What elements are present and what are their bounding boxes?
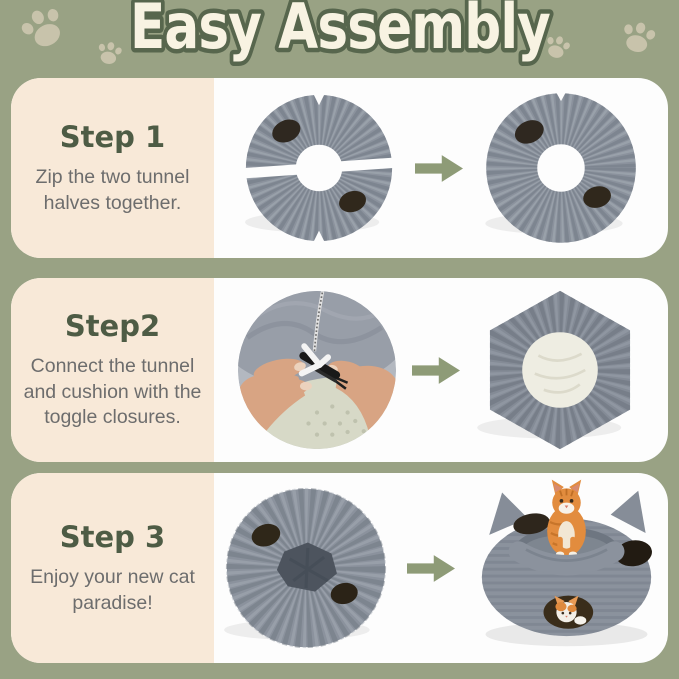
step-3-panel: Step 3 Enjoy your new cat paradise! [11,473,668,663]
assembled-tunnel-photo [473,91,649,256]
step-2-panel: Step2 Connect the tunnel and cushion wit… [11,278,668,462]
tunnel-with-cushion-photo [477,290,631,450]
step-3-photos [214,473,668,663]
kitten-peeking [554,595,586,625]
title-band: Easy Assembly [0,0,679,78]
step-1-heading: Step 1 [59,119,166,154]
step-2-text-column: Step2 Connect the tunnel and cushion wit… [11,278,214,462]
arrow-right-icon [415,154,463,182]
finished-cat-bed-photo [481,479,652,647]
step-1-text-column: Step 1 Zip the two tunnel halves togethe… [11,78,214,258]
step-2-description: Connect the tunnel and cushion with the … [23,354,202,429]
orange-cat [546,479,586,557]
step-3-heading: Step 3 [59,519,166,554]
step-2-photos [214,278,668,462]
step-1-panel: Step 1 Zip the two tunnel halves togethe… [11,78,668,258]
tunnel-top-view-photo [223,487,386,649]
tunnel-halves-photo [233,93,405,254]
step-3-description: Enjoy your new cat paradise! [30,565,195,614]
step-3-text-column: Step 3 Enjoy your new cat paradise! [11,473,214,663]
arrow-right-icon [406,554,455,582]
toggle-closure-photo [237,290,397,450]
arrow-right-icon [412,356,460,384]
page-title-text: Easy Assembly [130,0,550,63]
page-title: Easy Assembly [126,0,556,68]
step-1-photos [214,78,668,258]
step-2-heading: Step2 [64,308,161,343]
step-1-description: Zip the two tunnel halves together. [35,165,190,214]
